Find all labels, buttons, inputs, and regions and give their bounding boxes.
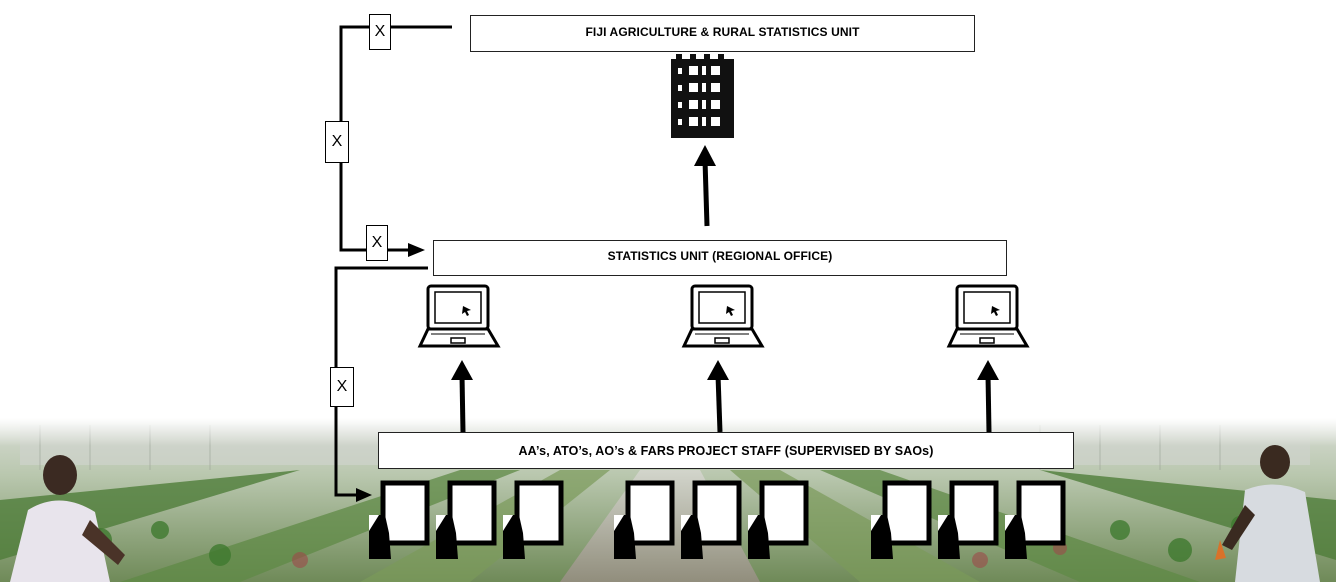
lower-box-label: AA’s, ATO’s, AO’s & FARS PROJECT STAFF (…: [518, 443, 934, 458]
form-document-icon: [938, 480, 999, 559]
laptop-icon: [681, 284, 765, 348]
x-marker: X: [330, 367, 354, 407]
form-document-icon: [681, 480, 742, 559]
top-box-label: FIJI AGRICULTURE & RURAL STATISTICS UNIT: [585, 25, 860, 39]
upward-arrows: [451, 145, 999, 433]
form-document-icon: [614, 480, 675, 559]
form-document-icon: [369, 480, 430, 559]
regional-statistics-unit-box: STATISTICS UNIT (REGIONAL OFFICE): [433, 240, 1007, 276]
form-document-icon: [748, 480, 809, 559]
farmer-right-figure: [1215, 445, 1320, 582]
x-marker: X: [366, 225, 388, 261]
arrowheads: [356, 243, 425, 502]
arrow-to-laptop-3: [977, 360, 999, 433]
form-document-icon: [871, 480, 932, 559]
laptop-icon: [417, 284, 501, 348]
farmer-left-figure: [10, 455, 125, 582]
form-document-icon: [503, 480, 564, 559]
building-icon: [671, 54, 734, 138]
x-marker: X: [325, 121, 349, 163]
form-document-icons: [369, 480, 1066, 559]
form-document-icon: [436, 480, 497, 559]
arrow-to-building: [694, 145, 716, 227]
fiji-agriculture-statistics-box: FIJI AGRICULTURE & RURAL STATISTICS UNIT: [470, 15, 975, 52]
field-staff-box: AA’s, ATO’s, AO’s & FARS PROJECT STAFF (…: [378, 432, 1074, 469]
form-document-icon: [1005, 480, 1066, 559]
arrow-to-laptop-1: [451, 360, 473, 433]
arrow-to-laptop-2: [707, 360, 729, 433]
middle-box-label: STATISTICS UNIT (REGIONAL OFFICE): [607, 249, 833, 263]
laptop-icon: [946, 284, 1030, 348]
x-marker: X: [369, 14, 391, 50]
